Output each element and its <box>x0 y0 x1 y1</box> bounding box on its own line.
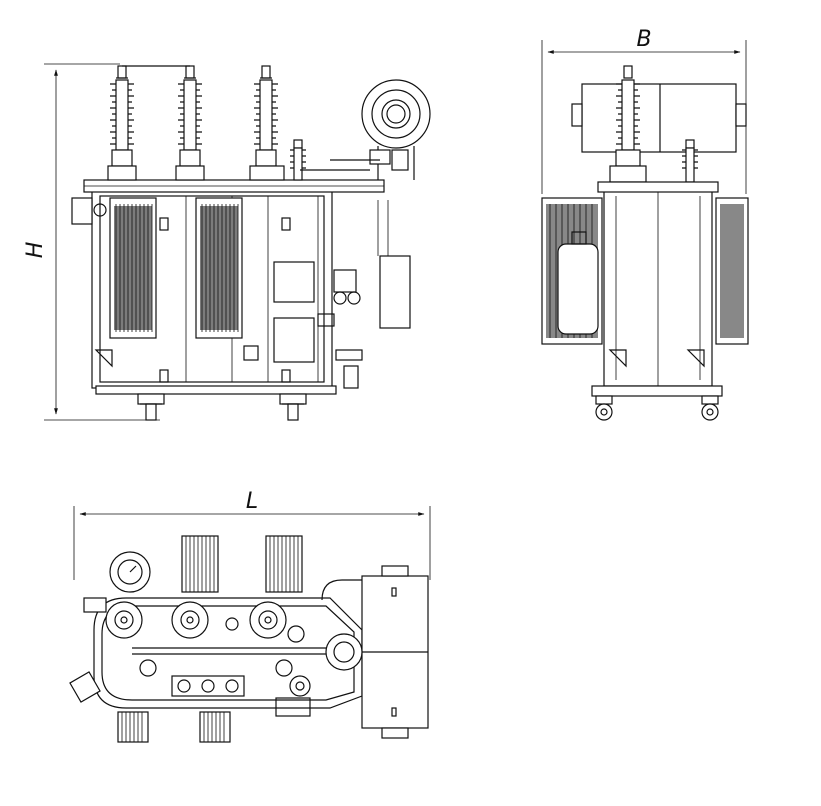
wheel-side-right <box>701 395 719 421</box>
radiator-top-1 <box>181 535 219 593</box>
bushing-1 <box>107 65 137 181</box>
bushing-2 <box>175 65 205 181</box>
top-view: L <box>69 489 431 743</box>
wheel-side-left <box>595 395 613 421</box>
conservator-side <box>581 83 737 153</box>
dimension-b: B <box>541 27 747 194</box>
bushing-flange-2 <box>171 601 209 639</box>
wheel-front-right <box>279 393 307 421</box>
conservator-top <box>361 565 429 739</box>
oil-tank-cylinder <box>557 243 599 335</box>
neutral-bushing-side <box>682 139 698 183</box>
wheel-front-left <box>137 393 165 421</box>
front-view: H <box>23 63 431 421</box>
dimension-h-label: H <box>23 242 48 259</box>
conservator-front <box>361 79 431 180</box>
gauge-top <box>109 551 151 593</box>
neutral-bushing <box>290 139 306 181</box>
side-view: B <box>541 27 749 421</box>
radiator-front-1 <box>109 197 157 339</box>
radiator-top-3 <box>117 711 149 743</box>
dimension-b-label: B <box>636 27 651 52</box>
bushing-3 <box>249 65 285 181</box>
dimension-h: H <box>23 63 160 421</box>
bushing-flange-3 <box>249 601 287 639</box>
radiator-top-4 <box>199 711 231 743</box>
dimension-l-label: L <box>246 489 258 514</box>
radiator-side-right <box>715 197 749 345</box>
dimension-l: L <box>73 489 431 580</box>
radiator-front-2 <box>195 197 243 339</box>
bushing-flange-1 <box>105 601 143 639</box>
radiator-top-2 <box>265 535 303 593</box>
bushing-side <box>609 65 647 183</box>
